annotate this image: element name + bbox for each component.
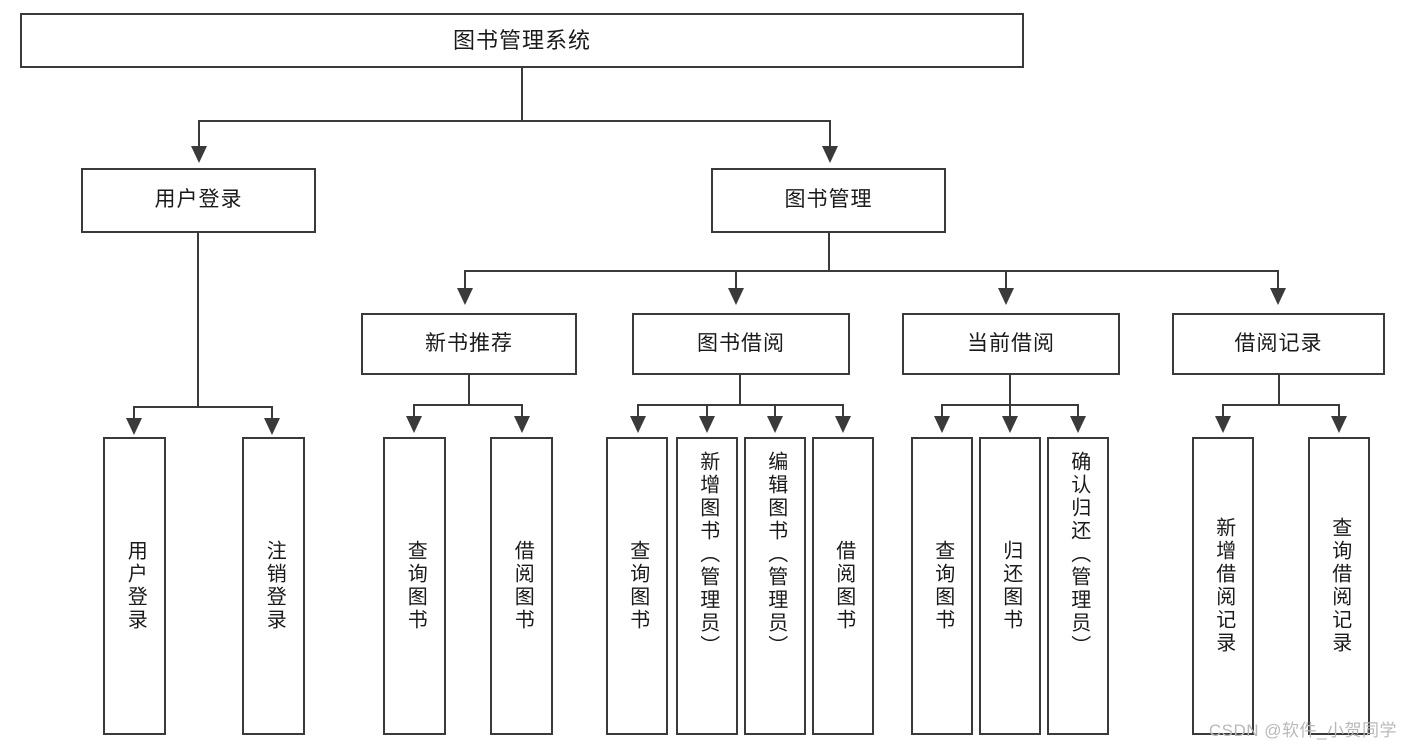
connector-level3-drop-3 (1005, 270, 1007, 290)
arrow-to-leaf-return-book (1002, 416, 1018, 433)
connector-user-login-bus (133, 406, 271, 408)
connector-borrow-record-drop-1 (1222, 404, 1224, 418)
arrow-to-leaf-logout-login (264, 418, 280, 435)
node-book-borrow-label: 图书借阅 (697, 331, 785, 355)
arrow-to-borrow-record (1270, 288, 1286, 305)
connector-book-borrow-drop-4 (842, 404, 844, 418)
arrow-to-leaf-user-login (126, 418, 142, 435)
leaf-borrow-book-2[interactable]: 借阅图书 (812, 437, 874, 735)
leaf-edit-book-admin-label: 编辑图书（管理员） (764, 451, 787, 658)
connector-root-stem (521, 68, 523, 120)
leaf-add-book-admin[interactable]: 新增图书（管理员） (676, 437, 738, 735)
connector-current-borrow-stem (1009, 375, 1011, 406)
connector-book-borrow-stem (739, 375, 741, 406)
arrow-to-leaf-add-book-admin (699, 416, 715, 433)
connector-level2-drop-2 (829, 120, 831, 148)
connector-book-manage-stem (828, 233, 830, 272)
node-new-book-recommend[interactable]: 新书推荐 (361, 313, 577, 375)
node-current-borrow[interactable]: 当前借阅 (902, 313, 1120, 375)
leaf-query-book-2-label: 查询图书 (626, 540, 649, 632)
connector-borrow-record-stem (1278, 375, 1280, 406)
leaf-query-borrow-record-label: 查询借阅记录 (1328, 517, 1351, 655)
leaf-query-book-1-label: 查询图书 (404, 540, 427, 632)
arrow-to-book-borrow (728, 288, 744, 305)
leaf-user-login-label: 用户登录 (124, 540, 147, 632)
node-root-system[interactable]: 图书管理系统 (20, 13, 1024, 68)
arrow-to-book-manage (822, 146, 838, 163)
leaf-query-borrow-record[interactable]: 查询借阅记录 (1308, 437, 1370, 735)
leaf-add-book-admin-label: 新增图书（管理员） (696, 451, 719, 658)
connector-borrow-record-drop-2 (1338, 404, 1340, 418)
leaf-query-book-2[interactable]: 查询图书 (606, 437, 668, 735)
connector-level2-drop-1 (198, 120, 200, 148)
arrow-to-current-borrow (998, 288, 1014, 305)
arrow-to-user-login (191, 146, 207, 163)
node-book-borrow[interactable]: 图书借阅 (632, 313, 850, 375)
leaf-borrow-book-1[interactable]: 借阅图书 (490, 437, 553, 735)
leaf-query-book-1[interactable]: 查询图书 (383, 437, 446, 735)
leaf-logout-login[interactable]: 注销登录 (242, 437, 305, 735)
connector-current-borrow-drop-1 (941, 404, 943, 418)
connector-new-book-stem (468, 375, 470, 406)
leaf-borrow-book-1-label: 借阅图书 (511, 540, 534, 632)
connector-level3-drop-2 (735, 270, 737, 290)
connector-book-borrow-bus (637, 404, 843, 406)
node-user-login[interactable]: 用户登录 (81, 168, 316, 233)
arrow-to-leaf-query-book-1 (406, 416, 422, 433)
arrow-to-leaf-confirm-return-admin (1070, 416, 1086, 433)
connector-user-login-drop-2 (271, 406, 273, 420)
node-new-book-recommend-label: 新书推荐 (425, 331, 513, 355)
arrow-to-leaf-query-book-2 (630, 416, 646, 433)
connector-new-book-bus (413, 404, 523, 406)
node-borrow-record[interactable]: 借阅记录 (1172, 313, 1385, 375)
arrow-to-leaf-borrow-book-2 (835, 416, 851, 433)
node-user-login-label: 用户登录 (154, 188, 243, 212)
leaf-user-login[interactable]: 用户登录 (103, 437, 166, 735)
arrow-to-leaf-add-borrow-record (1215, 416, 1231, 433)
connector-level2-bus (198, 120, 831, 122)
arrow-to-leaf-query-borrow-record (1331, 416, 1347, 433)
leaf-add-borrow-record[interactable]: 新增借阅记录 (1192, 437, 1254, 735)
connector-level3-drop-4 (1277, 270, 1279, 290)
connector-book-borrow-drop-3 (774, 404, 776, 418)
connector-book-borrow-drop-1 (637, 404, 639, 418)
node-borrow-record-label: 借阅记录 (1234, 331, 1323, 355)
leaf-add-borrow-record-label: 新增借阅记录 (1212, 517, 1235, 655)
leaf-query-book-3-label: 查询图书 (931, 540, 954, 632)
node-book-manage[interactable]: 图书管理 (711, 168, 946, 233)
connector-level3-bus (464, 270, 1279, 272)
connector-level3-drop-1 (464, 270, 466, 290)
connector-user-login-drop-1 (133, 406, 135, 420)
leaf-borrow-book-2-label: 借阅图书 (832, 540, 855, 632)
node-book-manage-label: 图书管理 (784, 188, 873, 212)
leaf-return-book[interactable]: 归还图书 (979, 437, 1041, 735)
leaf-return-book-label: 归还图书 (999, 540, 1022, 632)
connector-borrow-record-bus (1222, 404, 1338, 406)
leaf-edit-book-admin[interactable]: 编辑图书（管理员） (744, 437, 806, 735)
connector-current-borrow-drop-3 (1077, 404, 1079, 418)
connector-new-book-drop-1 (413, 404, 415, 418)
leaf-confirm-return-admin-label: 确认归还（管理员） (1067, 451, 1090, 658)
arrow-to-leaf-borrow-book-1 (514, 416, 530, 433)
leaf-confirm-return-admin[interactable]: 确认归还（管理员） (1047, 437, 1109, 735)
watermark-text: CSDN @软件_小贺同学 (1208, 721, 1397, 740)
leaf-query-book-3[interactable]: 查询图书 (911, 437, 973, 735)
arrow-to-new-book-recommend (457, 288, 473, 305)
connector-new-book-drop-2 (521, 404, 523, 418)
node-root-label: 图书管理系统 (452, 27, 591, 53)
arrow-to-leaf-edit-book-admin (767, 416, 783, 433)
leaf-logout-login-label: 注销登录 (263, 540, 286, 632)
connector-user-login-stem (197, 233, 199, 408)
arrow-to-leaf-query-book-3 (934, 416, 950, 433)
node-current-borrow-label: 当前借阅 (967, 331, 1055, 355)
connector-current-borrow-drop-2 (1009, 404, 1011, 418)
connector-book-borrow-drop-2 (706, 404, 708, 418)
